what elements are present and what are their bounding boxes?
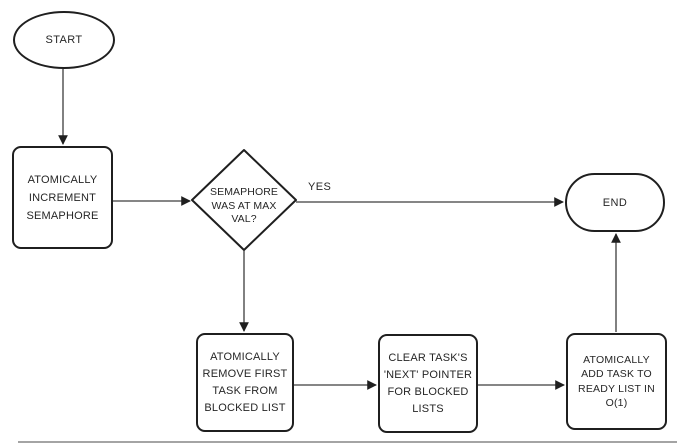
process-line: TASK FROM [212,384,278,397]
process-line: CLEAR TASK'S [388,351,468,364]
process-line: ATOMICALLY [583,353,650,366]
process-line: READY LIST IN [578,382,655,395]
process-line: BLOCKED LIST [204,401,286,414]
process-remove-first-task: ATOMICALLY REMOVE FIRST TASK FROM BLOCKE… [196,333,294,432]
decision-semaphore-max-label: SEMAPHORE WAS AT MAX VAL? [197,186,291,227]
process-line: ADD TASK TO [581,368,652,380]
process-line: 'NEXT' POINTER [383,368,473,381]
end-label: END [602,196,628,209]
process-add-task-ready-list: ATOMICALLY ADD TASK TO READY LIST IN O(1… [566,333,667,430]
terminator-start: START [13,11,115,69]
decision-line: WAS AT MAX [211,199,277,212]
edge-label-yes: YES [308,181,332,193]
start-label: START [45,34,83,46]
process-line: O(1) [605,397,628,409]
process-line: SEMAPHORE [26,209,99,222]
process-line: REMOVE FIRST [202,367,288,380]
process-line: ATOMICALLY [27,173,98,186]
process-increment-semaphore: ATOMICALLY INCREMENT SEMAPHORE [12,146,113,249]
terminator-end: END [565,173,665,232]
process-clear-next-pointer: CLEAR TASK'S 'NEXT' POINTER FOR BLOCKED … [378,334,478,433]
decision-line: SEMAPHORE [210,186,278,198]
process-line: LISTS [412,402,444,415]
process-line: ATOMICALLY [210,350,280,363]
process-line: FOR BLOCKED [387,385,469,398]
decision-line: VAL? [231,213,257,225]
process-line: INCREMENT [28,191,97,204]
